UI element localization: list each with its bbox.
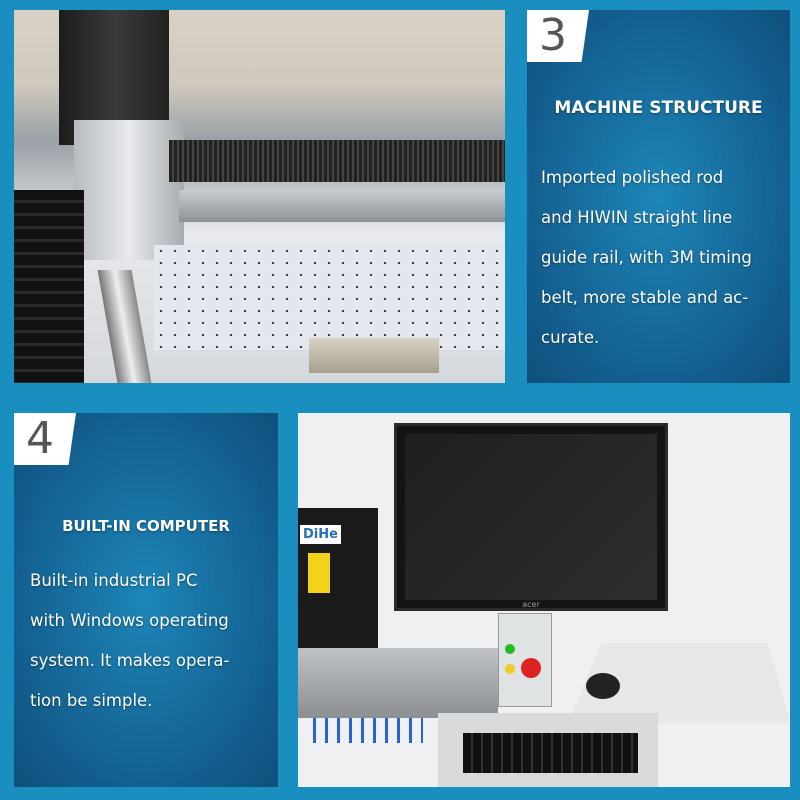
mouse bbox=[586, 673, 620, 699]
keyboard bbox=[463, 733, 638, 773]
yellow-button bbox=[505, 664, 515, 674]
panel-number: 4 bbox=[14, 413, 76, 465]
control-panel bbox=[498, 613, 552, 707]
panel-title: MACHINE STRUCTURE bbox=[554, 98, 763, 118]
warning-label bbox=[308, 553, 330, 593]
built-in-computer-panel: 4 BUILT-IN COMPUTER Built-in industrial … bbox=[14, 413, 278, 787]
brand-logo: DiHe bbox=[300, 525, 341, 544]
panel-description: Built-in industrial PC with Windows oper… bbox=[30, 571, 230, 710]
machine-structure-panel: 3 MACHINE STRUCTURE Imported polished ro… bbox=[527, 10, 790, 383]
machine-structure-photo bbox=[14, 10, 505, 383]
pcb-board bbox=[154, 245, 505, 350]
panel-description: Imported polished rod and HIWIN straight… bbox=[541, 168, 752, 347]
timing-belt bbox=[169, 140, 505, 182]
built-in-computer-photo: DiHe acer bbox=[298, 413, 790, 787]
panel-number: 3 bbox=[527, 10, 589, 62]
monitor-logo: acer bbox=[522, 600, 540, 609]
carriage-block bbox=[74, 120, 184, 260]
emergency-stop-button bbox=[521, 658, 541, 678]
clamp-plate bbox=[309, 338, 439, 373]
blue-tubes bbox=[313, 718, 423, 743]
monitor: acer bbox=[394, 423, 668, 611]
cable-chain bbox=[14, 190, 84, 383]
machine-rail bbox=[298, 648, 498, 718]
polished-rod bbox=[97, 270, 155, 383]
guide-rail bbox=[179, 190, 505, 222]
panel-title: BUILT-IN COMPUTER bbox=[62, 517, 230, 535]
monitor-screen bbox=[405, 434, 657, 600]
green-button bbox=[505, 644, 515, 654]
